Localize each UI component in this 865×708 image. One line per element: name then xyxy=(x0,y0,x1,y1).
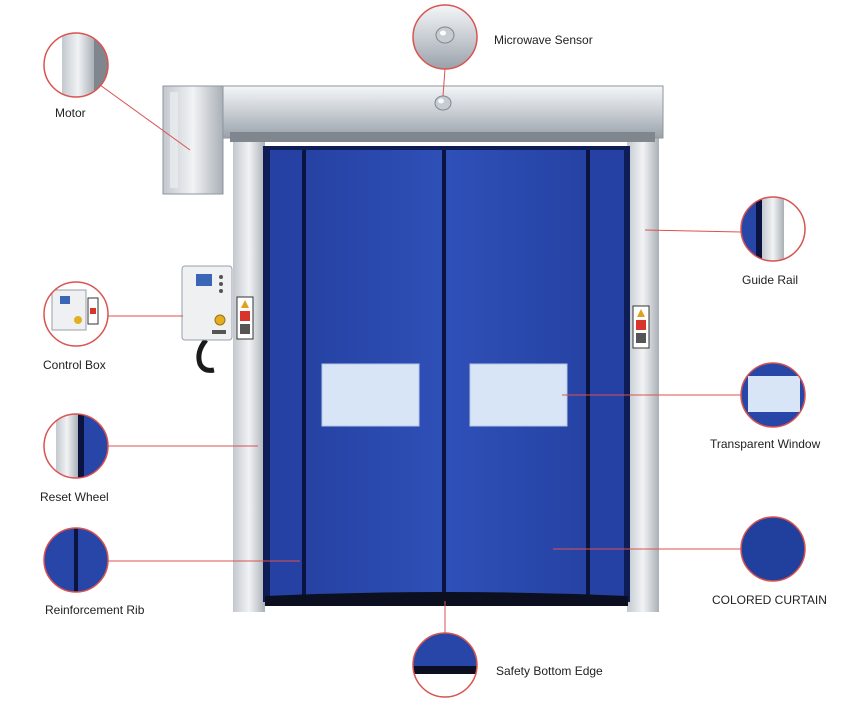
leader-sensor xyxy=(442,68,446,97)
rib-right-1 xyxy=(586,150,590,596)
door-frame xyxy=(162,85,664,612)
curtain xyxy=(263,146,630,606)
callout-window xyxy=(740,362,806,428)
left-guide-rail xyxy=(233,138,265,612)
callout-control-box xyxy=(43,281,109,347)
bottom-edge xyxy=(265,592,628,606)
callout-curtain xyxy=(740,516,806,582)
leader-guide-rail xyxy=(644,229,742,233)
label-transparent-window: Transparent Window xyxy=(710,437,821,451)
control-box-icon xyxy=(181,265,233,373)
callout-reset-wheel xyxy=(43,413,109,479)
leader-lines xyxy=(99,68,742,633)
label-safety-bottom-edge: Safety Bottom Edge xyxy=(496,664,603,678)
label-colored-curtain: COLORED CURTAIN xyxy=(712,593,827,607)
label-control-box: Control Box xyxy=(43,358,106,372)
callout-rib xyxy=(43,527,109,593)
right-guide-rail xyxy=(627,138,659,612)
rib-center xyxy=(442,150,446,596)
leader-motor xyxy=(99,84,191,151)
window-left xyxy=(321,363,420,427)
callout-guide-rail xyxy=(740,196,806,262)
warning-sign-icon xyxy=(236,296,254,340)
label-microwave-sensor: Microwave Sensor xyxy=(494,33,593,47)
header-lip xyxy=(230,132,655,142)
header-box xyxy=(221,85,664,139)
sensor-icon xyxy=(434,95,452,111)
label-reset-wheel: Reset Wheel xyxy=(40,490,109,504)
callout-motor xyxy=(43,32,109,98)
label-guide-rail: Guide Rail xyxy=(742,273,799,287)
warning-sign-icon xyxy=(632,305,650,349)
rib-left-1 xyxy=(302,150,306,596)
window-right xyxy=(469,363,568,427)
callout-sensor xyxy=(412,4,478,70)
label-motor: Motor xyxy=(55,106,86,120)
callout-bottom-edge xyxy=(412,632,478,698)
motor-icon xyxy=(162,85,224,195)
label-reinforcement-rib: Reinforcement Rib xyxy=(45,603,145,617)
